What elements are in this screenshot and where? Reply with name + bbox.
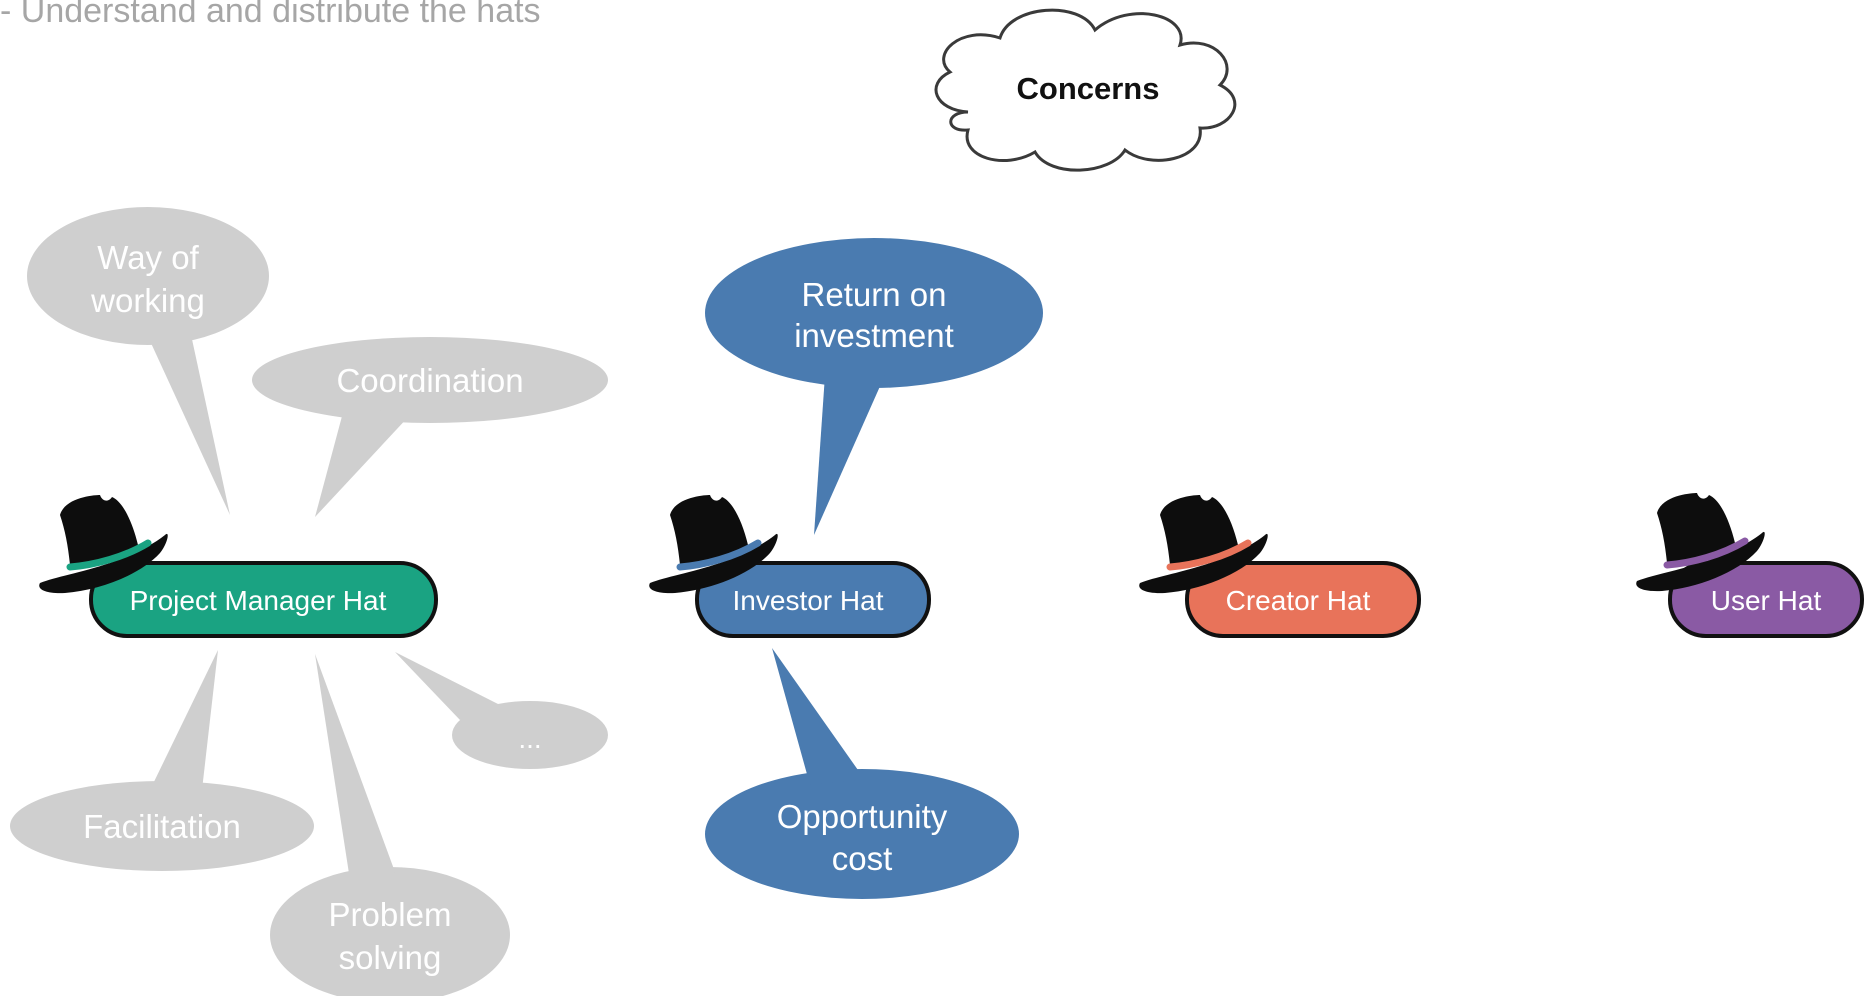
hat-project-manager: Project Manager Hat: [39, 495, 438, 638]
hat-band: [1663, 537, 1749, 569]
hat-label: Project Manager Hat: [130, 585, 387, 616]
bubble-shape: [27, 207, 269, 345]
investor-bubble-return-on-investment: Return on investment: [705, 238, 1043, 535]
concerns-cloud: Concerns: [934, 8, 1237, 172]
hat-label: Investor Hat: [733, 585, 884, 616]
hat-band: [1166, 539, 1252, 571]
fedora-icon: [649, 495, 778, 594]
hat-pill: [1185, 561, 1421, 638]
bubble-line: cost: [832, 840, 893, 877]
bubble-shape: [705, 238, 1043, 388]
bubble-line: Facilitation: [83, 808, 241, 845]
hat-band: [676, 539, 762, 571]
concerns-label: Concerns: [1017, 71, 1160, 106]
svg-text:solving: solving: [339, 939, 442, 976]
bubble-shape: [10, 781, 314, 871]
svg-text:working: working: [90, 282, 205, 319]
page-subtitle: - Understand and distribute the hats: [0, 0, 541, 30]
bubble-tail: [814, 375, 885, 535]
bubble-tail: [145, 330, 230, 515]
bubble-shape: [270, 867, 510, 996]
fedora-icon: [1636, 493, 1765, 592]
hat-pill: [89, 561, 438, 638]
bubble-shape: [252, 337, 608, 423]
svg-text:Opportunity: Opportunity: [777, 798, 948, 835]
bubble-line: Problem: [329, 896, 452, 933]
fedora-icon: [39, 495, 168, 594]
bubble-line: investment: [794, 317, 954, 354]
bubble-line: Way of: [97, 239, 199, 276]
bubble-line: Opportunity: [777, 798, 948, 835]
hat-band: [66, 539, 152, 571]
bubble-shape: [705, 769, 1019, 899]
pm-bubble-problem-solving: Problem solving: [270, 654, 510, 996]
svg-text:investment: investment: [794, 317, 954, 354]
bubble-tail: [150, 650, 218, 790]
hat-label: User Hat: [1711, 585, 1822, 616]
hat-investor: Investor Hat: [649, 495, 931, 638]
cloud-shape: [934, 8, 1237, 172]
bubble-tail: [315, 654, 395, 880]
hat-user: User Hat: [1636, 493, 1864, 638]
hat-label: Creator Hat: [1226, 585, 1371, 616]
bubble-line: Coordination: [336, 362, 523, 399]
bubble-line: Return on: [802, 276, 947, 313]
pm-bubble-coordination: Coordination: [252, 337, 608, 517]
bubble-line: working: [90, 282, 205, 319]
svg-text:Problem: Problem: [329, 896, 452, 933]
svg-text:cost: cost: [832, 840, 893, 877]
bubble-tail: [395, 652, 500, 720]
hat-pill: [1668, 561, 1864, 638]
bubble-line: ...: [518, 723, 541, 754]
bubble-tail: [315, 405, 410, 517]
pm-bubble-way-of-working: Way of working: [27, 207, 269, 515]
svg-text:Way of: Way of: [97, 239, 199, 276]
pm-bubble-more: ...: [395, 652, 608, 769]
fedora-icon: [1139, 495, 1268, 594]
hat-creator: Creator Hat: [1139, 495, 1421, 638]
investor-bubble-opportunity-cost: Opportunity cost: [705, 648, 1019, 899]
bubble-tail: [772, 648, 865, 785]
svg-text:Return on: Return on: [802, 276, 947, 313]
pm-bubble-facilitation: Facilitation: [10, 650, 314, 871]
bubble-shape: [452, 701, 608, 769]
bubble-line: solving: [339, 939, 442, 976]
hat-pill: [695, 561, 931, 638]
